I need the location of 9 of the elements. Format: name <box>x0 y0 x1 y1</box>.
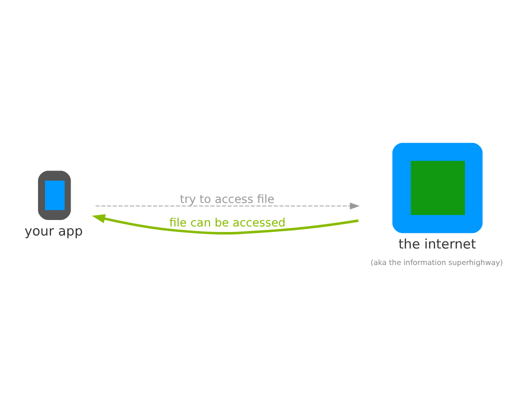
edge-label: file can be accessed <box>169 215 286 230</box>
edge-label: try to access file <box>180 191 274 206</box>
node-box <box>392 142 483 233</box>
node-label: (aka the information superhighway) <box>370 258 503 267</box>
node-box <box>38 170 71 220</box>
node-label: the internet <box>398 236 476 252</box>
arrow <box>92 214 359 234</box>
arrow <box>95 202 360 209</box>
node-label: your app <box>24 224 83 239</box>
